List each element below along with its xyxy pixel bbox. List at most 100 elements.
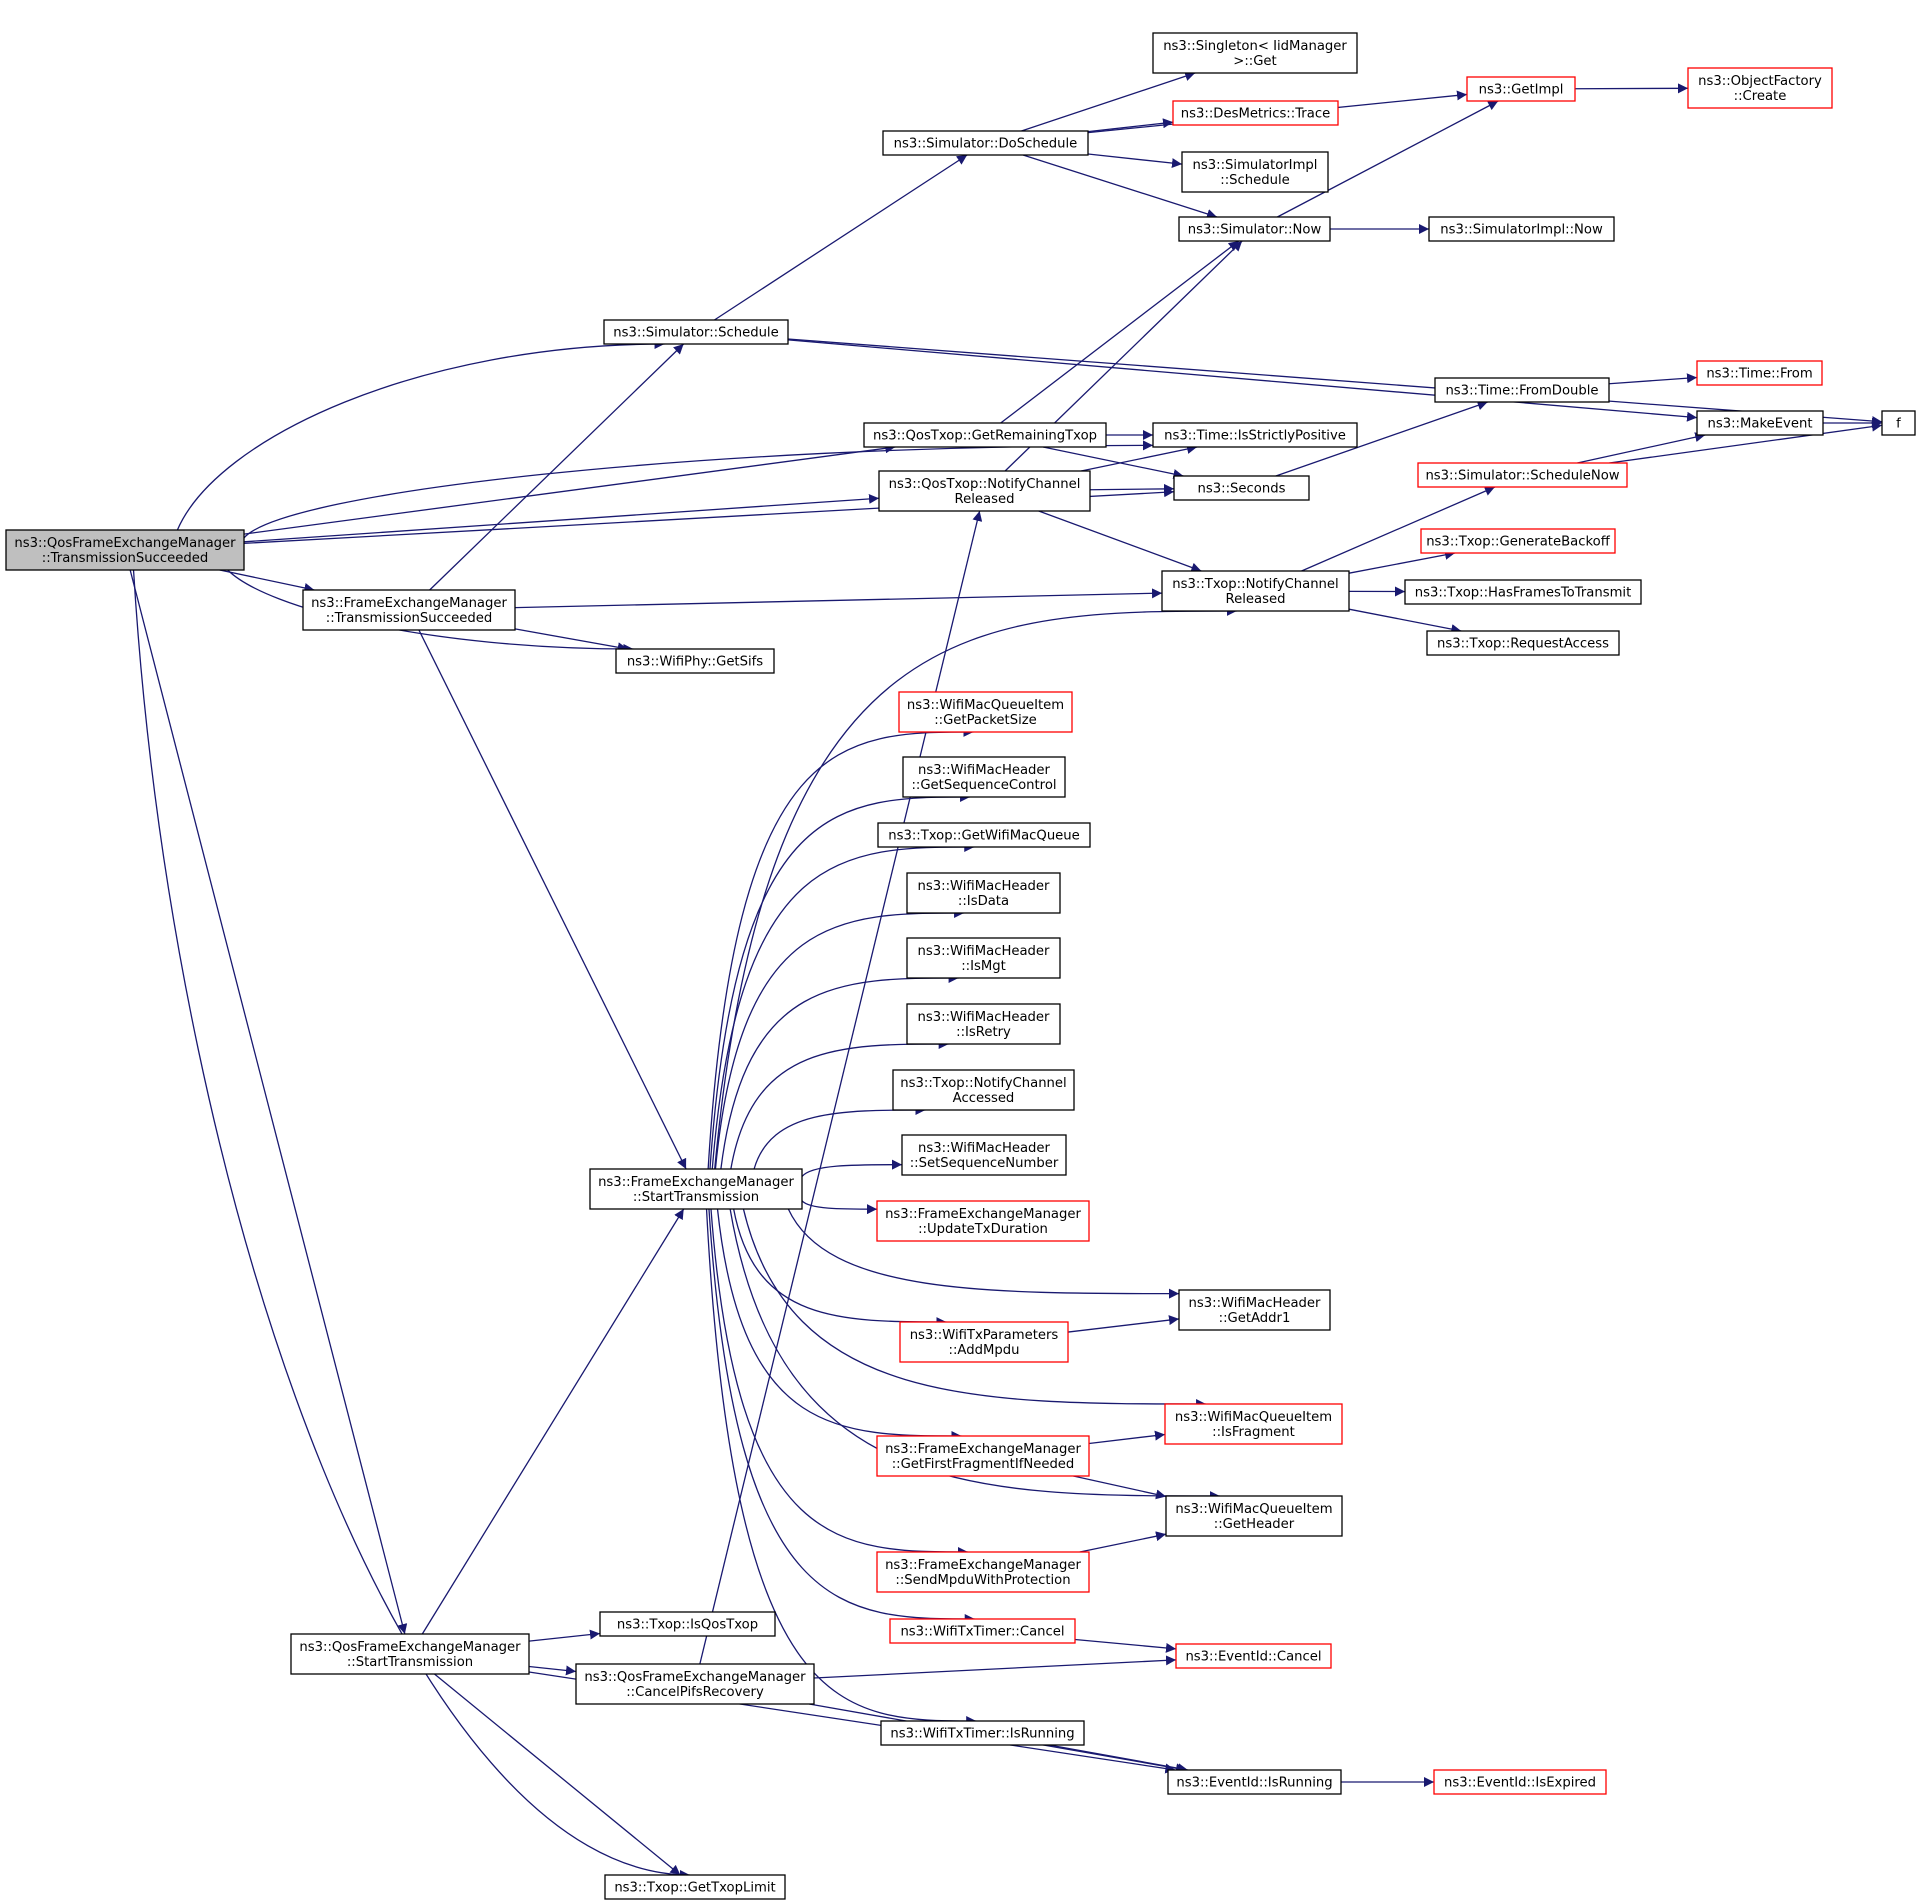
node-time-fromdouble[interactable]: ns3::Time::FromDouble [1434, 377, 1610, 403]
node-label: ns3::WifiMacHeader [918, 1141, 1051, 1156]
node-label: ns3::WifiMacHeader [1189, 1296, 1322, 1311]
edge-time_fromdouble-to-time_from [1608, 373, 1698, 385]
node-seconds[interactable]: ns3::Seconds [1173, 475, 1310, 501]
node-box [1152, 422, 1358, 448]
node-label: ns3::Txop::HasFramesToTransmit [1415, 586, 1632, 601]
node-simimpl-now[interactable]: ns3::SimulatorImpl::Now [1428, 216, 1615, 242]
node-txop-requestaccess[interactable]: ns3::Txop::RequestAccess [1426, 630, 1620, 656]
node-eventid-isexpired[interactable]: ns3::EventId::IsExpired [1433, 1769, 1607, 1795]
node-makeevent[interactable]: ns3::MakeEvent [1696, 410, 1824, 436]
edge-fem_getfirstfragment-to-wmqi_isfragment [1088, 1430, 1166, 1445]
node-desmetrics-trace[interactable]: ns3::DesMetrics::Trace [1172, 100, 1339, 126]
node-wtp-addmpdu[interactable]: ns3::WifiTxParameters::AddMpdu [899, 1321, 1069, 1363]
node-box [906, 872, 1061, 914]
node-qfem-starttx[interactable]: ns3::QosFrameExchangeManager::StartTrans… [290, 1633, 530, 1675]
node-sim-now[interactable]: ns3::Simulator::Now [1178, 216, 1331, 242]
node-objfactory-create[interactable]: ns3::ObjectFactory::Create [1687, 67, 1833, 109]
node-sim-schedule[interactable]: ns3::Simulator::Schedule [603, 319, 789, 345]
node-wmqi-getheader[interactable]: ns3::WifiMacQueueItem::GetHeader [1165, 1495, 1343, 1537]
node-wmh-getseqctrl[interactable]: ns3::WifiMacHeader::GetSequenceControl [902, 756, 1066, 798]
node-label: ns3::Txop::GetWifiMacQueue [888, 829, 1080, 844]
node-box [1428, 216, 1615, 242]
node-wifiphy-getsifs[interactable]: ns3::WifiPhy::GetSifs [615, 648, 775, 674]
node-box [1433, 1769, 1607, 1795]
node-label: ns3::Txop::GetTxopLimit [614, 1881, 775, 1896]
edge-wtp_addmpdu-to-wmh_getaddr1 [1067, 1315, 1180, 1333]
node-txop-hasframes[interactable]: ns3::Txop::HasFramesToTransmit [1404, 579, 1642, 605]
node-time-isstrictlypositive[interactable]: ns3::Time::IsStrictlyPositive [1152, 422, 1358, 448]
edge-fem_starttx-to-txop_notify [714, 606, 1237, 1170]
node-box [1687, 67, 1833, 109]
edge-qostxop_notify-to-time_isstrictlypositive [1080, 444, 1198, 472]
node-getimpl[interactable]: ns3::GetImpl [1466, 76, 1576, 102]
node-sim-doschedule[interactable]: ns3::Simulator::DoSchedule [882, 130, 1089, 156]
node-label: ::SendMpduWithProtection [895, 1573, 1070, 1588]
node-label: ns3::Txop::IsQosTxop [617, 1618, 758, 1633]
node-label: ns3::WifiMacHeader [918, 1010, 1051, 1025]
node-sim-schedulenow[interactable]: ns3::Simulator::ScheduleNow [1417, 462, 1628, 488]
node-simimpl-schedule[interactable]: ns3::SimulatorImpl::Schedule [1181, 151, 1329, 193]
node-label: ns3::EventId::Cancel [1185, 1650, 1321, 1665]
node-box [1161, 570, 1350, 612]
node-wtt-cancel[interactable]: ns3::WifiTxTimer::Cancel [889, 1618, 1076, 1644]
node-label: ns3::QosFrameExchangeManager [299, 1640, 521, 1655]
edge-sim_schedulenow-to-makeevent [1577, 432, 1706, 464]
node-time-from[interactable]: ns3::Time::From [1696, 360, 1823, 386]
node-singleton-get[interactable]: ns3::Singleton< IidManager >::Get [1152, 32, 1358, 74]
edge-root-to-fem_txsucceeded [219, 569, 315, 593]
node-eventid-isrunning[interactable]: ns3::EventId::IsRunning [1167, 1769, 1342, 1795]
node-txop-getwifimacqueue[interactable]: ns3::Txop::GetWifiMacQueue [877, 822, 1091, 848]
node-label: ns3::Simulator::Now [1188, 223, 1322, 238]
node-box [1175, 1643, 1332, 1669]
node-label: ns3::Simulator::ScheduleNow [1425, 469, 1619, 484]
edge-qfem_cancelpifs-to-eventid_cancel [813, 1655, 1177, 1679]
node-fem-getfirstfragment[interactable]: ns3::FrameExchangeManager::GetFirstFragm… [876, 1435, 1090, 1477]
edge-fem_starttx-to-wmh_setseqnum [801, 1159, 903, 1177]
node-label: ns3::EventId::IsExpired [1444, 1776, 1596, 1791]
edge-fem_starttx-to-fem_sendmpdu [710, 1208, 969, 1557]
node-txop-isqostxop[interactable]: ns3::Txop::IsQosTxop [599, 1611, 776, 1637]
edge-fem_starttx-to-txop_notifyaccessed [753, 1105, 926, 1170]
node-wtt-isrunning[interactable]: ns3::WifiTxTimer::IsRunning [880, 1720, 1085, 1746]
node-fem-sendmpdu[interactable]: ns3::FrameExchangeManager::SendMpduWithP… [876, 1551, 1090, 1593]
node-eventid-cancel[interactable]: ns3::EventId::Cancel [1175, 1643, 1332, 1669]
node-wmh-isretry[interactable]: ns3::WifiMacHeader::IsRetry [906, 1003, 1061, 1045]
node-label: ::GetFirstFragmentIfNeeded [892, 1457, 1075, 1472]
node-wmqi-isfragment[interactable]: ns3::WifiMacQueueItem::IsFragment [1164, 1403, 1343, 1445]
node-label: ::IsFragment [1212, 1425, 1295, 1440]
node-label: ns3::WifiTxParameters [910, 1328, 1059, 1343]
node-qfem-cancelpifs[interactable]: ns3::QosFrameExchangeManager::CancelPifs… [575, 1663, 815, 1705]
node-label: Accessed [953, 1091, 1015, 1106]
edge-qfem_starttx-to-txop_isqostxop [528, 1629, 601, 1642]
edge-qostxop_getremaining-to-sim_now [1000, 240, 1240, 424]
node-f[interactable]: f [1881, 410, 1916, 436]
edge-root-to-qostxop_notify [243, 493, 880, 543]
node-label: ns3::WifiMacQueueItem [1175, 1410, 1332, 1425]
edge-txop_notify-to-sim_schedulenow [1301, 486, 1496, 572]
node-fem-txsucceeded[interactable]: ns3::FrameExchangeManager::TransmissionS… [302, 589, 516, 631]
node-label: ns3::QosTxop::NotifyChannel [889, 477, 1081, 492]
node-fem-starttx[interactable]: ns3::FrameExchangeManager::StartTransmis… [589, 1168, 803, 1210]
node-label: ns3::GetImpl [1479, 83, 1564, 98]
node-label: ns3::WifiMacQueueItem [907, 698, 1064, 713]
node-txop-genbackoff[interactable]: ns3::Txop::GenerateBackoff [1420, 528, 1616, 554]
node-box [882, 130, 1089, 156]
node-txop-gettxoplimit[interactable]: ns3::Txop::GetTxopLimit [604, 1874, 786, 1900]
node-wmh-getaddr1[interactable]: ns3::WifiMacHeader::GetAddr1 [1178, 1289, 1331, 1331]
edge-sim_doschedule-to-singleton_get [1021, 71, 1196, 132]
node-qostxop-getremaining[interactable]: ns3::QosTxop::GetRemainingTxop [863, 422, 1107, 448]
node-wmh-ismgt[interactable]: ns3::WifiMacHeader::IsMgt [906, 937, 1061, 979]
node-box [1165, 1495, 1343, 1537]
node-wmh-isdata[interactable]: ns3::WifiMacHeader::IsData [906, 872, 1061, 914]
node-fem-updatetxduration[interactable]: ns3::FrameExchangeManager::UpdateTxDurat… [876, 1200, 1090, 1242]
edge-fem_getfirstfragment-to-wmqi_getheader [1073, 1475, 1167, 1500]
node-label: ns3::QosTxop::GetRemainingTxop [873, 429, 1097, 444]
node-root[interactable]: ns3::QosFrameExchangeManager::Transmissi… [5, 529, 245, 571]
node-wmh-setseqnum[interactable]: ns3::WifiMacHeader::SetSequenceNumber [901, 1134, 1067, 1176]
node-wmqi-getpacketsize[interactable]: ns3::WifiMacQueueItem::GetPacketSize [898, 691, 1073, 733]
node-box [899, 1321, 1069, 1363]
node-label: Released [955, 492, 1015, 507]
